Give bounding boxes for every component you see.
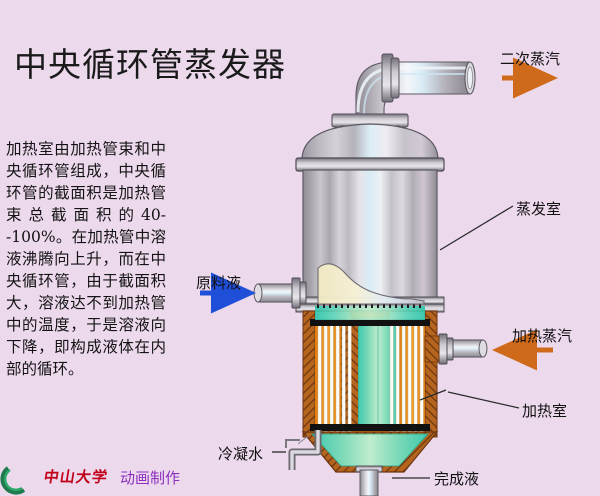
label-product-liquid: 完成液 xyxy=(434,470,480,488)
upper-tube-sheet xyxy=(310,319,430,326)
description-text: 加热室由加热管束和中央循环管组成，中央循环管的截面积是加热管束总截面积的40--… xyxy=(6,140,166,378)
label-feed-liquid: 原料液 xyxy=(196,274,242,292)
leader-heating-room-2 xyxy=(419,389,447,401)
watermark-caption: 动画制作 xyxy=(120,469,181,487)
condensate-drain-pipe xyxy=(285,430,322,470)
heating-steam-inlet-nozzle xyxy=(424,333,488,365)
page-title: 中央循环管蒸发器 xyxy=(14,45,286,84)
label-heating-room: 加热室 xyxy=(522,402,568,420)
vessel-dome-head xyxy=(295,123,445,172)
label-evaporation-chamber: 蒸发室 xyxy=(516,200,562,218)
watermark-university-logo: 中山大学 xyxy=(42,468,110,486)
watermark-emblem xyxy=(0,466,26,495)
leader-evaporation-chamber xyxy=(439,205,514,251)
vapor-splash-region xyxy=(317,263,425,305)
boiling-liquid-region xyxy=(315,303,425,320)
leader-heating-room xyxy=(447,391,520,409)
bottom-cone-head xyxy=(301,431,439,496)
lower-tube-sheet xyxy=(310,424,430,431)
label-condensate-water: 冷凝水 xyxy=(218,445,264,463)
feed-inlet-nozzle xyxy=(253,277,307,309)
label-secondary-steam: 二次蒸汽 xyxy=(500,50,561,68)
label-heating-steam: 加热蒸汽 xyxy=(512,327,573,345)
heating-chamber xyxy=(302,310,438,438)
